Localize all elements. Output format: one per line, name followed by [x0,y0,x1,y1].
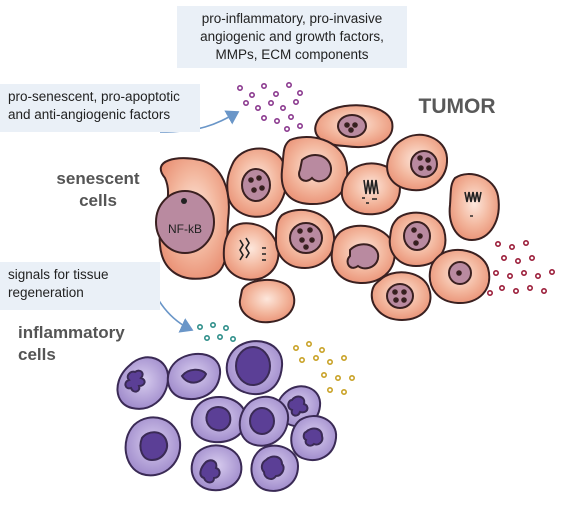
factor-dots-yellow [292,340,355,395]
inflammatory-label: inflammatory cells [18,322,138,366]
top-factors-line-3: MMPs, ECM components [215,47,369,62]
inflammatory-label-line-2: cells [18,345,56,364]
signals-box: signals for tissue regeneration [0,262,160,310]
tumor-cell-11 [238,279,296,324]
top-factors-line-1: pro-inflammatory, pro-invasive [201,11,383,26]
factor-dots-teal [197,321,237,342]
inflammatory-cluster [116,340,338,492]
senescent-label-line-2: cells [79,191,117,210]
tumor-label: TUMOR [418,95,496,118]
tumor-cell-7 [222,222,280,281]
nfkb-label: NF-kB [168,222,202,236]
senescent-cell [155,157,230,280]
left-factors-line-2: and anti-angiogenic factors [8,107,171,122]
signals-line-2: regeneration [8,285,84,300]
senescent-label: senescent cells [48,168,148,212]
factor-dots-purple [237,82,303,133]
senescent-label-line-1: senescent [56,169,140,188]
left-factors-box: pro-senescent, pro-apoptotic and anti-an… [0,84,200,132]
tumor-cluster [222,104,500,324]
left-factors-line-1: pro-senescent, pro-apoptotic [8,89,180,104]
inflammatory-label-line-1: inflammatory [18,323,125,342]
top-factors-box: pro-inflammatory, pro-invasive angiogeni… [177,6,407,68]
tumor-cell-6 [448,173,500,242]
top-factors-line-2: angiogenic and growth factors, [200,29,384,44]
factor-dots-red [486,240,555,296]
signals-line-1: signals for tissue [8,267,109,282]
